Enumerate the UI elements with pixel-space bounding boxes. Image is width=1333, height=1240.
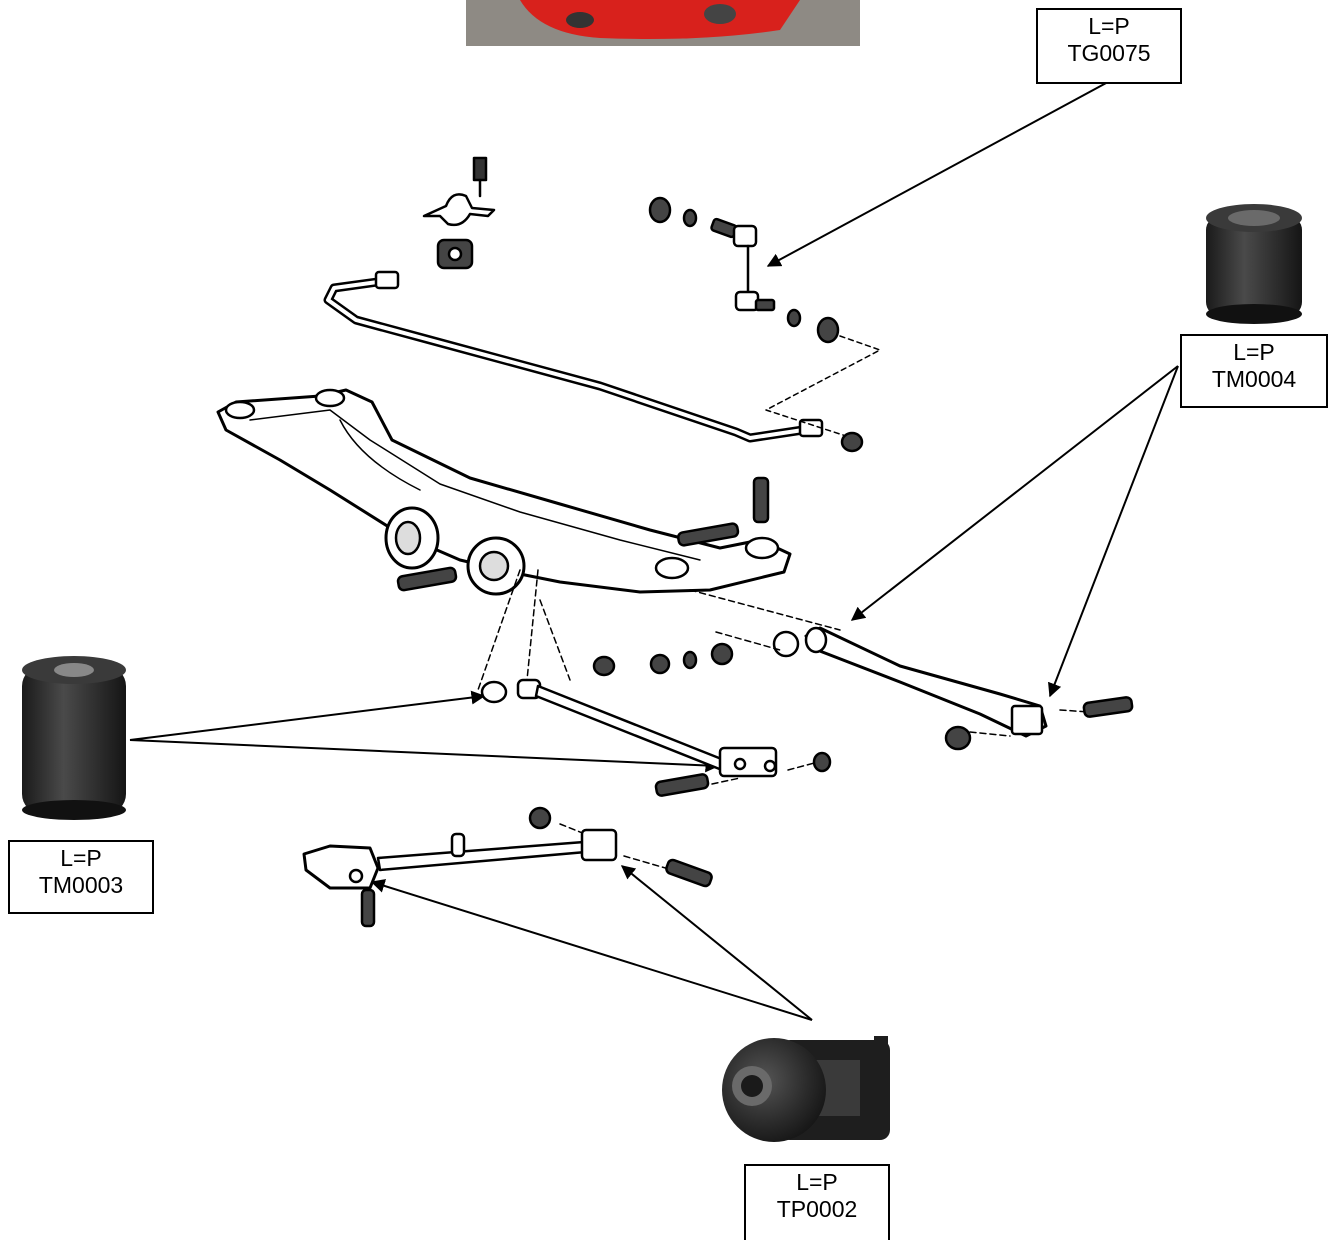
stabilizer-bracket — [422, 156, 496, 270]
crossmember — [216, 388, 792, 596]
label-tm0003-line2: TM0003 — [38, 872, 124, 898]
bushing-photo-tm0003 — [22, 656, 126, 820]
label-tm0003-line1: L=P — [60, 845, 102, 871]
arrow-tp0002-b — [620, 865, 813, 1021]
label-tg0075-line1: L=P — [1088, 13, 1130, 39]
arrow-tm0004-a — [850, 365, 1179, 621]
label-tg0075-line2: TG0075 — [1067, 40, 1151, 66]
stabilizer-link — [648, 196, 881, 453]
arrow-tm0004-b — [1048, 365, 1179, 698]
exploded-drawing — [216, 156, 1134, 928]
arrow-tm0003-b — [129, 739, 720, 773]
arrow-tp0002-a — [370, 879, 813, 1021]
label-tm0004-line2: TM0004 — [1211, 366, 1297, 392]
label-tm0003: L=P TM0003 — [8, 840, 154, 914]
bushing-photo-tp0002 — [722, 1036, 890, 1142]
trailing-arm-right — [804, 626, 1134, 751]
arrow-tm0003-a — [129, 690, 486, 741]
label-tp0002-line2: TP0002 — [776, 1196, 858, 1222]
lateral-link — [480, 678, 832, 797]
label-tp0002: L=P TP0002 — [744, 1164, 890, 1240]
arrow-tg0075 — [766, 81, 1109, 267]
car-photo — [466, 0, 860, 46]
label-tm0004: L=P TM0004 — [1180, 334, 1328, 408]
label-tm0004-line1: L=P — [1233, 339, 1275, 365]
stabilizer-bar — [323, 270, 824, 443]
label-tg0075: L=P TG0075 — [1036, 8, 1182, 84]
lower-rod — [302, 806, 713, 928]
label-tp0002-line1: L=P — [796, 1169, 838, 1195]
bushing-photo-tm0004 — [1206, 204, 1302, 324]
